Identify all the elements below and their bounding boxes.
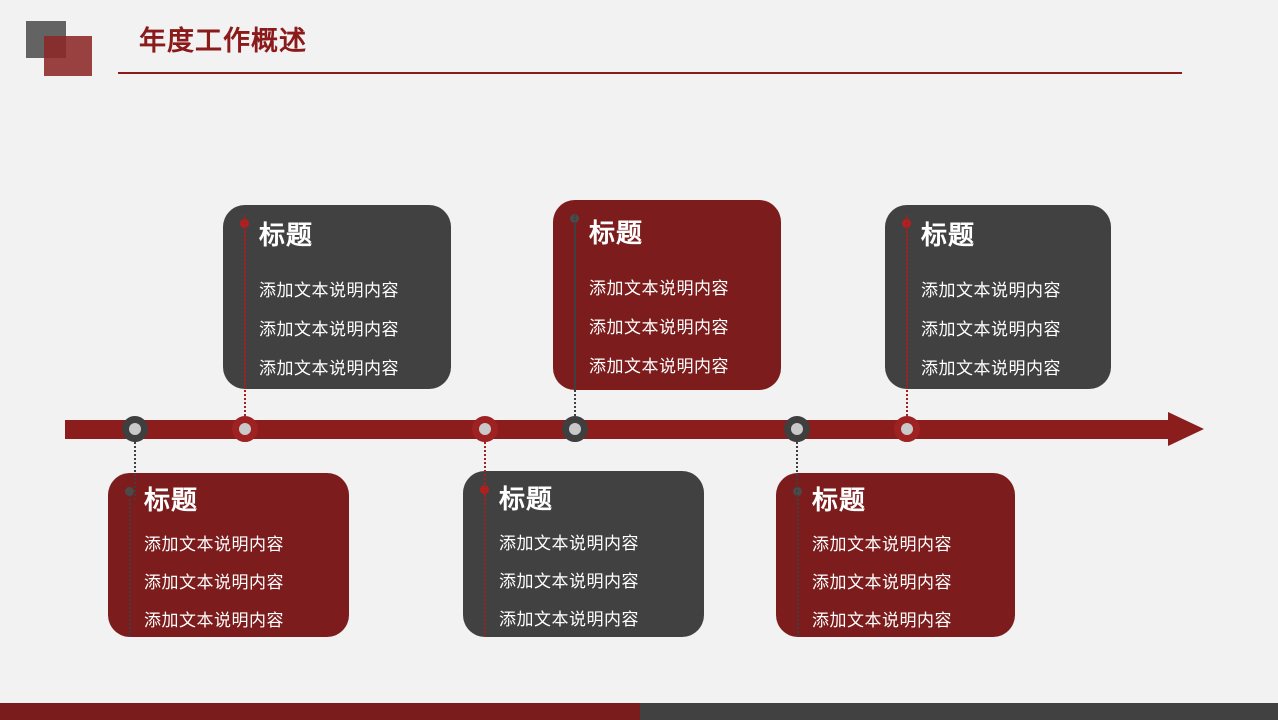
card-accent-line (484, 488, 486, 637)
title-divider (118, 72, 1182, 74)
card-text-line: 添加文本说明内容 (921, 320, 1061, 339)
card-title: 标题 (259, 220, 314, 250)
timeline-card-bottom-2[interactable]: 标题 添加文本说明内容 添加文本说明内容 添加文本说明内容 (463, 471, 704, 637)
timeline-card-bottom-1[interactable]: 标题 添加文本说明内容 添加文本说明内容 添加文本说明内容 (108, 473, 349, 637)
card-title: 标题 (499, 483, 554, 514)
footer-bar (0, 703, 1278, 720)
card-content: 标题 添加文本说明内容 添加文本说明内容 添加文本说明内容 (776, 473, 1015, 637)
card-text-line: 添加文本说明内容 (812, 572, 952, 592)
card-content: 标题 添加文本说明内容 添加文本说明内容 添加文本说明内容 (885, 205, 1111, 389)
page-title: 年度工作概述 (139, 26, 307, 56)
timeline-connector-1 (134, 442, 136, 500)
card-text-line: 添加文本说明内容 (499, 571, 639, 591)
card-title: 标题 (812, 484, 867, 515)
timeline-connector-2 (244, 215, 246, 420)
footer-bar-red (0, 703, 640, 720)
card-text-line: 添加文本说明内容 (812, 610, 952, 630)
card-dot-icon (125, 487, 134, 496)
card-text-line: 添加文本说明内容 (144, 572, 284, 592)
timeline-connector-6 (906, 215, 908, 420)
card-text-line: 添加文本说明内容 (812, 534, 952, 554)
timeline-node-6[interactable] (894, 416, 920, 442)
card-text-line: 添加文本说明内容 (921, 359, 1061, 378)
card-text-line: 添加文本说明内容 (589, 318, 729, 337)
card-content: 标题 添加文本说明内容 添加文本说明内容 添加文本说明内容 (553, 200, 781, 390)
card-text-line: 添加文本说明内容 (499, 533, 639, 553)
card-text-line: 添加文本说明内容 (144, 610, 284, 630)
card-accent-line (129, 490, 131, 637)
footer-bar-gray (640, 703, 1278, 720)
card-content: 标题 添加文本说明内容 添加文本说明内容 添加文本说明内容 (223, 205, 451, 389)
timeline-card-top-3[interactable]: 标题 添加文本说明内容 添加文本说明内容 添加文本说明内容 (885, 205, 1111, 389)
card-text-line: 添加文本说明内容 (921, 281, 1061, 300)
timeline-node-2[interactable] (232, 416, 258, 442)
card-title: 标题 (921, 220, 976, 250)
timeline-node-5[interactable] (784, 416, 810, 442)
card-accent-line (797, 490, 799, 637)
card-content: 标题 添加文本说明内容 添加文本说明内容 添加文本说明内容 (108, 473, 349, 637)
timeline-card-top-2[interactable]: 标题 添加文本说明内容 添加文本说明内容 添加文本说明内容 (553, 200, 781, 390)
timeline-card-top-1[interactable]: 标题 添加文本说明内容 添加文本说明内容 添加文本说明内容 (223, 205, 451, 389)
card-text-line: 添加文本说明内容 (589, 357, 729, 376)
card-text-line: 添加文本说明内容 (259, 320, 399, 339)
card-text-line: 添加文本说明内容 (589, 279, 729, 298)
card-title: 标题 (144, 484, 199, 515)
card-content: 标题 添加文本说明内容 添加文本说明内容 添加文本说明内容 (463, 471, 704, 637)
timeline-connector-3 (484, 442, 486, 500)
timeline-node-1[interactable] (122, 416, 148, 442)
timeline-connector-5 (796, 442, 798, 500)
timeline-node-3[interactable] (472, 416, 498, 442)
card-title: 标题 (589, 218, 644, 248)
card-text-line: 添加文本说明内容 (259, 359, 399, 378)
card-text-line: 添加文本说明内容 (499, 609, 639, 629)
timeline-connector-4 (574, 215, 576, 420)
card-text-line: 添加文本说明内容 (144, 534, 284, 554)
timeline-card-bottom-3[interactable]: 标题 添加文本说明内容 添加文本说明内容 添加文本说明内容 (776, 473, 1015, 637)
header-square-red-icon (44, 36, 92, 76)
timeline-node-4[interactable] (562, 416, 588, 442)
timeline-arrow-icon (1168, 412, 1204, 446)
card-text-line: 添加文本说明内容 (259, 281, 399, 300)
